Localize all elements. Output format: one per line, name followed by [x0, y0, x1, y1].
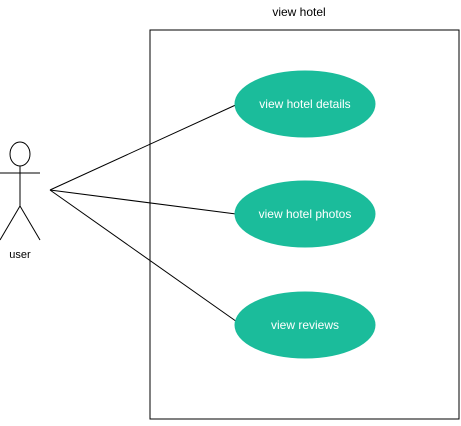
usecase-label: view hotel photos: [259, 207, 352, 221]
system-boundary: [149, 29, 460, 420]
usecase-label: view reviews: [271, 318, 339, 332]
association-line-photos: [49, 189, 237, 215]
system-title: view hotel: [272, 5, 325, 19]
usecase-label: view hotel details: [259, 97, 350, 111]
association-line-reviews: [49, 189, 241, 325]
association-line-details: [49, 102, 241, 191]
usecase-ellipse: [234, 291, 376, 359]
usecase-ellipse: [234, 180, 376, 248]
usecase-view-hotel-photos[interactable]: view hotel photos: [234, 180, 376, 248]
usecase-view-reviews[interactable]: view reviews: [234, 291, 376, 359]
actor-head: [9, 141, 31, 167]
actor-left-leg: [0, 205, 21, 241]
actor-right-leg: [19, 205, 41, 241]
usecase-view-hotel-details[interactable]: view hotel details: [234, 70, 376, 138]
actor-label: user: [9, 249, 31, 261]
usecase-ellipse: [234, 70, 376, 138]
actor-user[interactable]: [0, 141, 41, 241]
